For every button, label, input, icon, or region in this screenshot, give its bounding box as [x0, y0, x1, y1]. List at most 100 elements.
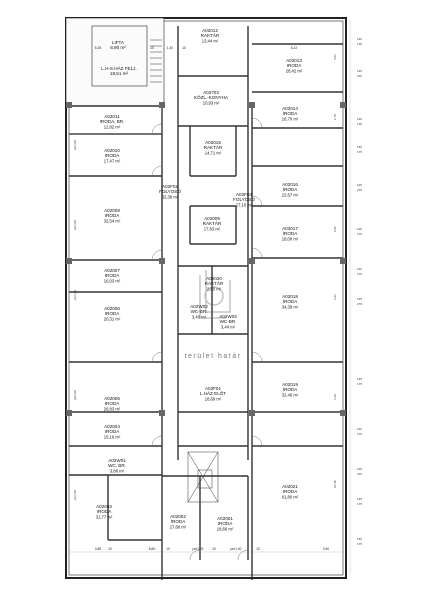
room-area: 18,69 m² [205, 396, 222, 401]
dimension-bottom: 10 [166, 547, 170, 551]
dimension-bottom: 10 [256, 547, 260, 551]
room-name: WC-BR. [220, 319, 237, 324]
room-area: 18,51 m² [110, 71, 129, 76]
parapet-height: pm1,00 [73, 220, 77, 230]
room-area: 26,83 m² [104, 406, 121, 411]
room-code: L.H-S.HÁZ FELJ. [101, 65, 136, 71]
room-code: A02008 [104, 208, 120, 213]
room-code: A02W03 [219, 314, 237, 319]
room-name: IRODA [105, 401, 120, 406]
room-area: 17,47 m² [104, 158, 121, 163]
dimension-bottom: pm1,00 [231, 547, 242, 551]
room-area: 3,86 m² [110, 468, 125, 473]
room-code: A02019 [282, 382, 298, 387]
room-area: 18,00 m² [282, 236, 299, 241]
stair-treads [150, 39, 162, 83]
room-name: IRODA [97, 509, 112, 514]
room-code: A02007 [104, 268, 120, 273]
room-area: 12,82 m² [104, 124, 121, 129]
window-dimension: 145 [357, 297, 362, 301]
room-name: IRODA [105, 213, 120, 218]
room-area: 61,80 m² [282, 494, 299, 499]
room-code: A02004 [104, 424, 120, 429]
room-name: FOLYOSÓ [159, 188, 181, 194]
dimension-vertical: 2,70 [333, 114, 337, 120]
parapet-height: pm1,00 [73, 490, 77, 500]
dimension-bottom: 10 [108, 547, 112, 551]
room-area: 13,44 m² [202, 38, 219, 43]
room-code: A02003 [96, 504, 112, 509]
window-dimension: 140 [357, 37, 362, 41]
room-name: WC, BR. [108, 463, 126, 468]
window-dimension: 175 [357, 42, 362, 46]
room-code: A02014 [282, 106, 298, 111]
room-code: A02006 [104, 306, 120, 311]
room-name: IRODA [218, 521, 233, 526]
room-area: 14,71 m² [205, 150, 222, 155]
room-name: IRODA [283, 111, 298, 116]
window-dimension: 175 [357, 542, 362, 546]
columns [66, 102, 346, 416]
window-dimension: 120 [357, 227, 362, 231]
window-dimension: 140 [357, 145, 362, 149]
stair-core [150, 39, 219, 503]
room-code: A02703 [203, 90, 219, 95]
dimension-vertical: 3,21 [333, 294, 337, 300]
room-name: IRODA [283, 299, 298, 304]
window-dimension: 175 [357, 502, 362, 506]
room-code: A02005 [104, 396, 120, 401]
dimension-bottom: 10 [212, 547, 216, 551]
window-dimension: 140 [357, 537, 362, 541]
room-name: FOLYOSÓ [233, 196, 255, 202]
room-code: A02F04 [236, 192, 253, 197]
room-name: IRODA [171, 519, 186, 524]
room-name: IRODA [105, 153, 120, 158]
window-dimension: 145 [357, 69, 362, 73]
room-code: A02021 [282, 484, 298, 489]
window-dimension: 270 [357, 302, 362, 306]
parapet-height: pm1,00 [73, 290, 77, 300]
room-area: 3,40 m² [192, 314, 207, 319]
dimension-bottom: 3,90 [323, 547, 330, 551]
window-dimension: 175 [357, 150, 362, 154]
dimension-vertical: 2,81 [333, 226, 337, 232]
room-code: A02009 [204, 216, 220, 221]
room-code: A02020 [206, 276, 222, 281]
dimension-top: 6,25 [95, 46, 102, 50]
dimension-top: 6,22 [291, 46, 298, 50]
window-dimension: 175 [357, 272, 362, 276]
room-code: A02002 [170, 514, 186, 519]
room-name: IRODA [105, 273, 120, 278]
room-area: 22,67 m² [282, 192, 299, 197]
room-code: A02016 [282, 182, 298, 187]
room-code: A02012 [202, 28, 218, 33]
room-name: L.HÁZ ELŐT [200, 390, 226, 396]
dimension-bottom: pm1,00 [193, 547, 204, 551]
room-area: 32,38 m² [162, 194, 179, 199]
parapet-height: pm1,00 [73, 390, 77, 400]
room-area: 3,44 m² [221, 324, 236, 329]
right-dimensions: 1401751452701201751401751452701201751401… [73, 37, 362, 546]
room-code: A02001 [217, 516, 233, 521]
